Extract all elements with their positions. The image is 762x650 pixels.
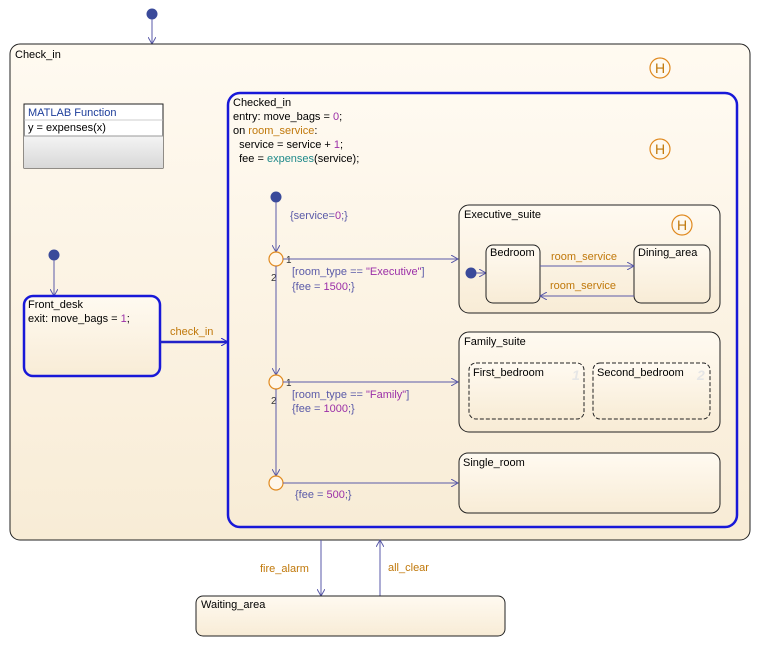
state-first-bedroom[interactable]: First_bedroom 1 <box>468 362 585 420</box>
default-transition-dot <box>146 8 158 20</box>
transition-label-executive-cond: [room_type == "Executive"] <box>292 266 425 278</box>
default-transition-dot <box>465 267 477 279</box>
transition-label-fire-alarm: fire_alarm <box>260 563 309 575</box>
junction-order-1: 1 <box>286 378 292 389</box>
state-name: Single_room <box>463 457 525 469</box>
function-title: MATLAB Function <box>28 107 116 119</box>
state-name: Dining_area <box>638 247 698 259</box>
parallel-order: 1 <box>572 367 580 383</box>
state-bedroom[interactable]: Bedroom <box>485 244 541 304</box>
state-waiting-area[interactable]: Waiting_area <box>195 595 506 637</box>
junction-order-1: 1 <box>286 255 292 266</box>
history-junction-check-in[interactable]: H <box>649 57 671 79</box>
fee-action: fee = expenses(service); <box>233 153 359 165</box>
junction-family[interactable] <box>268 374 284 390</box>
function-signature: y = expenses(x) <box>28 122 106 134</box>
state-dining-area[interactable]: Dining_area <box>633 244 711 304</box>
history-symbol: H <box>655 60 665 76</box>
history-junction-executive-suite[interactable]: H <box>671 214 693 236</box>
matlab-function-block[interactable]: MATLAB Function y = expenses(x) <box>23 103 164 169</box>
state-single-room[interactable]: Single_room <box>458 452 721 514</box>
transition-label-service-init: {service=0;} <box>290 210 348 222</box>
service-action: service = service + 1; <box>233 139 343 151</box>
entry-action: entry: move_bags = 0; <box>233 111 342 123</box>
transition-label-room-service: room_service <box>551 251 617 263</box>
state-front-desk[interactable]: Front_desk exit: move_bags = 1; <box>22 294 162 378</box>
transition-label-executive-action: {fee = 1500;} <box>292 281 355 293</box>
state-name: Family_suite <box>464 336 526 348</box>
state-name: Waiting_area <box>201 599 266 611</box>
state-name: Front_desk <box>28 299 84 311</box>
state-name: Bedroom <box>490 247 535 259</box>
state-name: First_bedroom <box>473 367 544 379</box>
transition-label-single-action: {fee = 500;} <box>295 489 352 501</box>
history-symbol: H <box>655 141 665 157</box>
junction-executive[interactable] <box>268 251 284 267</box>
history-junction-checked-in[interactable]: H <box>649 138 671 160</box>
transition-label-family-cond: [room_type == "Family"] <box>292 389 409 401</box>
state-name: Executive_suite <box>464 209 541 221</box>
junction-single[interactable] <box>268 475 284 491</box>
default-transition-dot <box>48 249 60 261</box>
state-name: Check_in <box>15 49 61 61</box>
default-transition-dot <box>270 191 282 203</box>
parallel-order: 2 <box>696 367 705 383</box>
history-symbol: H <box>677 217 687 233</box>
state-name: Second_bedroom <box>597 367 684 379</box>
on-event-action: on room_service: <box>233 125 317 137</box>
transition-label-room-service: room_service <box>550 280 616 292</box>
state-action: exit: move_bags = 1; <box>28 313 130 325</box>
junction-order-2: 2 <box>271 396 277 407</box>
transition-label-all-clear: all_clear <box>388 562 429 574</box>
transition-label-family-action: {fee = 1000;} <box>292 403 355 415</box>
junction-order-2: 2 <box>271 273 277 284</box>
state-name: Checked_in <box>233 97 291 109</box>
state-second-bedroom[interactable]: Second_bedroom 2 <box>592 362 711 420</box>
transition-label-check-in: check_in <box>170 326 213 338</box>
